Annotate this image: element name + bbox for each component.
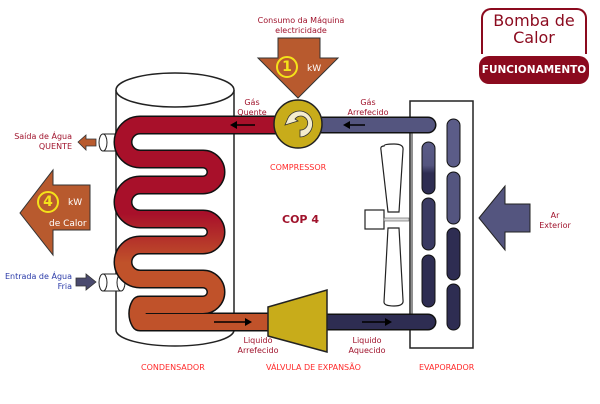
- heat-output-unit: kW: [68, 198, 83, 208]
- condenser-label: CONDENSADOR: [141, 363, 205, 372]
- hot-gas-line1: Gás: [244, 98, 260, 107]
- compressor-label: COMPRESSOR: [270, 163, 327, 172]
- outside-air-line1: Ar: [550, 211, 560, 220]
- hot-water-out-line1: Saída de Água: [14, 132, 72, 141]
- cold-water-in-line1: Entrada de Água: [4, 272, 72, 281]
- electricity-label-line2: electricidade: [275, 26, 327, 35]
- heated-liquid-line1: Liquido: [352, 336, 382, 345]
- compressor-icon: [273, 99, 323, 149]
- outside-air-line2: Exterior: [539, 221, 571, 230]
- outside-air-label: Ar Exterior: [530, 211, 580, 231]
- heated-liquid-line2: Aquecido: [348, 346, 386, 355]
- evaporator-box: [409, 100, 474, 349]
- expansion-valve-label: VÁLVULA DE EXPANSÃO: [266, 363, 361, 372]
- evaporator-tubes: [421, 118, 461, 331]
- fan-icon: [364, 130, 413, 318]
- electricity-label: Consumo da Máquina electricidade: [246, 16, 356, 36]
- cold-liquid-pipe: [311, 313, 437, 331]
- condenser-coil: [113, 115, 290, 332]
- cold-water-in-line2: Fria: [57, 282, 72, 291]
- outside-air-arrow: [478, 184, 531, 252]
- heated-liquid-label: Liquido Aquecido: [342, 336, 392, 356]
- title-box: Bomba de Calor: [481, 8, 587, 54]
- hot-water-out-line2: QUENTE: [38, 142, 72, 151]
- electricity-value: 1: [276, 56, 298, 78]
- cold-water-in-label: Entrada de Água Fria: [0, 272, 72, 292]
- electricity-unit: kW: [307, 64, 322, 74]
- heat-output-label: de Calor: [49, 219, 87, 229]
- cold-water-in-arrow: [75, 273, 97, 291]
- electricity-label-line1: Consumo da Máquina: [257, 16, 345, 25]
- cooled-liquid-line2: Arrefecido: [237, 346, 279, 355]
- funcionamento-button[interactable]: FUNCIONAMENTO: [479, 56, 589, 84]
- hot-gas-line2: Quente: [237, 108, 267, 117]
- heat-output-arrow: [19, 168, 91, 257]
- hot-gas-flow-arrow: [230, 121, 255, 129]
- cooled-liquid-line1: Liquido: [243, 336, 273, 345]
- cooled-liquid-flow-arrow: [214, 318, 252, 326]
- hot-water-out-label: Saída de Água QUENTE: [0, 132, 72, 152]
- cooled-gas-line2: Arrefecido: [347, 108, 389, 117]
- cooled-liquid-label: Liquido Arrefecido: [228, 336, 288, 356]
- page-title: Bomba de Calor: [493, 11, 575, 47]
- evaporator-label: EVAPORADOR: [419, 363, 475, 372]
- electricity-input-arrow: [256, 37, 340, 99]
- cooled-gas-line1: Gás: [360, 98, 376, 107]
- heat-output-value: 4: [37, 191, 59, 213]
- hot-water-out-arrow: [77, 134, 97, 151]
- cooled-gas-label: Gás Arrefecido: [338, 98, 398, 118]
- cop-value: COP 4: [282, 213, 319, 226]
- hot-gas-label: Gás Quente: [232, 98, 272, 118]
- expansion-valve-icon: [267, 289, 328, 353]
